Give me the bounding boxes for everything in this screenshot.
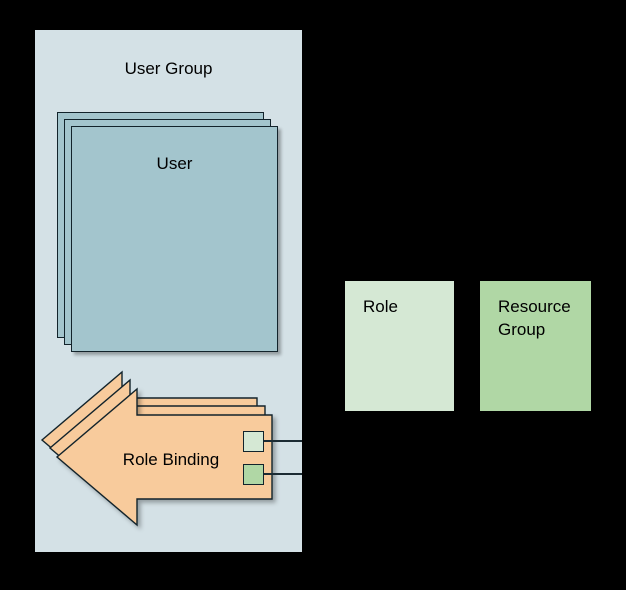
role-port-square[interactable]	[243, 431, 264, 452]
user-group-label: User Group	[124, 59, 213, 78]
resource-connector-line	[262, 473, 302, 476]
role-box[interactable]: Role	[345, 281, 454, 411]
user-card-front[interactable]	[71, 126, 278, 352]
resource-group-box[interactable]: Resource Group	[480, 281, 591, 411]
role-connector-line	[262, 440, 302, 443]
resource-group-label-line1: Resource	[498, 297, 571, 316]
role-box-label: Role	[363, 297, 398, 316]
resource-port-square[interactable]	[243, 464, 264, 485]
resource-group-label-line2: Group	[498, 320, 546, 339]
user-card-label: User	[156, 154, 193, 173]
role-binding-label: Role Binding	[122, 450, 220, 469]
